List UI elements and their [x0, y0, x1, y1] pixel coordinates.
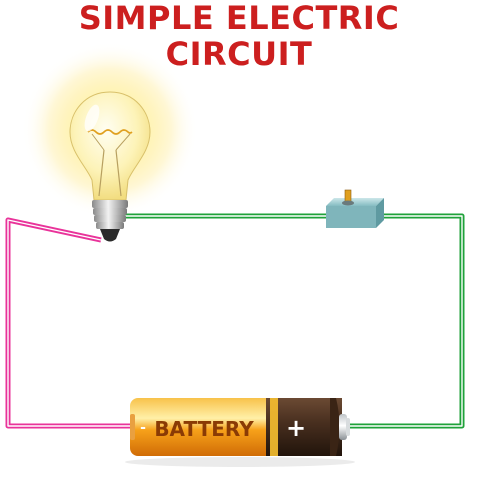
battery-icon — [125, 398, 355, 467]
battery-label: BATTERY — [154, 417, 254, 441]
toggle-switch-icon — [326, 189, 384, 228]
battery-plus-symbol: + — [286, 414, 306, 442]
negative-wire — [5, 217, 133, 429]
battery-minus-symbol: - — [140, 420, 146, 436]
light-bulb-icon — [22, 42, 198, 242]
positive-wire — [124, 213, 465, 429]
page-title: SIMPLE ELECTRIC CIRCUIT — [78, 0, 400, 73]
